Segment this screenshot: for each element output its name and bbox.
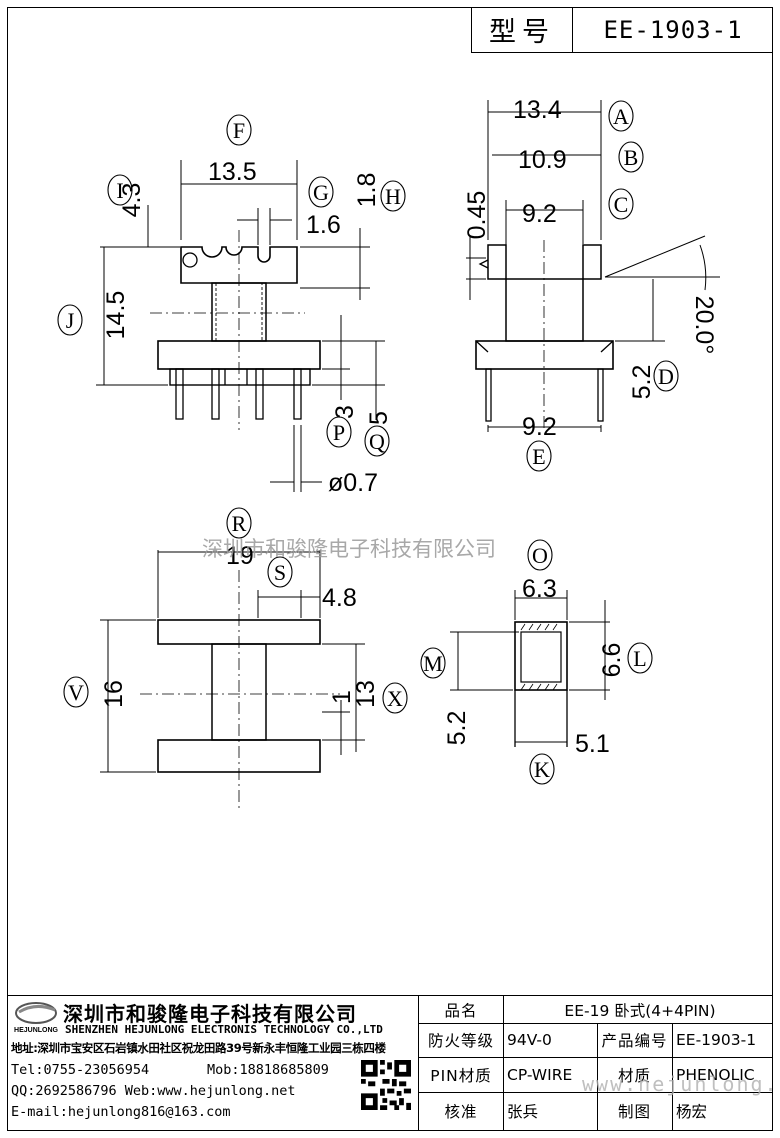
product-code-value: EE-1903-1 xyxy=(676,1031,757,1049)
dim-0-45: 0.45 xyxy=(463,191,491,240)
dim-E: 9.2 xyxy=(522,413,557,441)
callout-I: I xyxy=(116,178,123,203)
company-email: E-mail:hejunlong816@163.com xyxy=(11,1104,231,1120)
callout-P: P xyxy=(333,420,345,445)
side-view xyxy=(466,100,720,432)
name-value: EE-19 卧式(4+4PIN) xyxy=(564,1001,716,1020)
company-mob: Mob:18818685809 xyxy=(207,1062,329,1078)
fire-rating-value: 94V-0 xyxy=(507,1031,552,1049)
watermark-url: www.hejunlong.net xyxy=(582,1072,780,1096)
dim-O: 6.3 xyxy=(522,575,557,603)
model-box: 型号 EE-1903-1 xyxy=(471,7,773,53)
pin-material-value: CP-WIRE xyxy=(507,1065,573,1084)
title-block: HEJUNLONG 深圳市和骏隆电子科技有限公司 SHENZHEN HEJUNL… xyxy=(7,995,773,1131)
dim-H: 1.8 xyxy=(353,173,381,208)
dim-F: 13.5 xyxy=(208,158,257,186)
company-info: HEJUNLONG 深圳市和骏隆电子科技有限公司 SHENZHEN HEJUNL… xyxy=(7,996,419,1130)
company-tel: Tel:0755-23056954 xyxy=(11,1062,150,1078)
dim-A: 13.4 xyxy=(513,96,562,124)
callout-L: L xyxy=(633,646,646,671)
callout-J: J xyxy=(66,308,75,333)
company-name-en: SHENZHEN HEJUNLONG ELECTRONIS TECHNOLOGY… xyxy=(65,1023,383,1036)
dim-V: 16 xyxy=(100,680,128,708)
callout-G: G xyxy=(313,180,329,205)
drafter-value: 杨宏 xyxy=(676,1103,708,1121)
approved-label: 核准 xyxy=(444,1103,478,1121)
callout-F: F xyxy=(233,118,245,143)
section-view xyxy=(450,590,610,747)
dim-pin-dia: ø0.7 xyxy=(328,469,378,497)
callout-D: D xyxy=(658,364,674,389)
callout-Q: Q xyxy=(369,429,385,454)
company-name: 深圳市和骏隆电子科技有限公司 xyxy=(63,1002,357,1026)
callout-X: X xyxy=(387,686,403,711)
front-view xyxy=(96,160,385,492)
dim-Q: 5 xyxy=(365,411,393,425)
callout-C: C xyxy=(614,192,629,217)
callout-S: S xyxy=(274,560,286,585)
dim-B: 10.9 xyxy=(518,146,567,174)
company-address: 地址:深圳市宝安区石岩镇水田社区祝龙田路39号新永丰恒隆工业园三栋四楼 xyxy=(11,1041,386,1055)
company-logo-icon: HEJUNLONG xyxy=(14,1002,59,1034)
dim-I: 4.3 xyxy=(118,183,146,218)
logo-text: HEJUNLONG xyxy=(14,1027,59,1034)
bottom-view xyxy=(100,550,365,810)
callout-B: B xyxy=(624,145,639,170)
dim-C: 9.2 xyxy=(522,200,557,228)
fire-rating-label: 防火等级 xyxy=(427,1032,494,1050)
technical-drawing: F I G H J P Q A B C D E R S V X O L M K … xyxy=(57,96,720,810)
dim-X: 13 xyxy=(352,680,380,708)
callout-O: O xyxy=(532,543,548,568)
callout-H: H xyxy=(385,184,401,209)
dim-R: 19 xyxy=(226,542,254,570)
watermark: 深圳市和骏隆电子科技有限公司 xyxy=(202,537,496,561)
dim-M: 5.2 xyxy=(443,711,471,746)
model-value: EE-1903-1 xyxy=(603,15,743,44)
dim-angle: 20.0° xyxy=(690,296,718,355)
pin-material-label: PIN材质 xyxy=(430,1066,492,1085)
callout-K: K xyxy=(534,757,550,782)
dim-P: 3 xyxy=(331,405,359,419)
callout-V: V xyxy=(68,680,84,705)
name-label: 品名 xyxy=(444,1001,478,1020)
company-qq-web: QQ:2692586796 Web:www.hejunlong.net xyxy=(11,1083,296,1099)
dim-S: 4.8 xyxy=(322,584,357,612)
product-code-label: 产品编号 xyxy=(601,1032,668,1050)
model-label: 型号 xyxy=(472,7,573,52)
qr-code-icon xyxy=(361,1060,411,1110)
approved-value: 张兵 xyxy=(507,1103,539,1121)
callout-A: A xyxy=(613,104,629,129)
dim-1: 1 xyxy=(328,690,356,704)
dim-K: 5.1 xyxy=(575,730,610,758)
dim-J: 14.5 xyxy=(102,291,130,340)
dim-G: 1.6 xyxy=(306,211,341,239)
callout-R: R xyxy=(232,511,247,536)
drafter-label: 制图 xyxy=(617,1103,651,1121)
callout-M: M xyxy=(423,651,443,676)
material-value: PHENOLIC xyxy=(676,1065,755,1084)
material-label: 材质 xyxy=(617,1066,651,1085)
dim-L: 6.6 xyxy=(598,643,626,678)
spec-table: 品名 EE-19 卧式(4+4PIN) 防火等级 94V-0 产品编号 EE-1… xyxy=(419,996,773,1130)
dim-D: 5.2 xyxy=(628,365,656,400)
callout-E: E xyxy=(532,444,545,469)
sheet-border xyxy=(7,7,773,1131)
